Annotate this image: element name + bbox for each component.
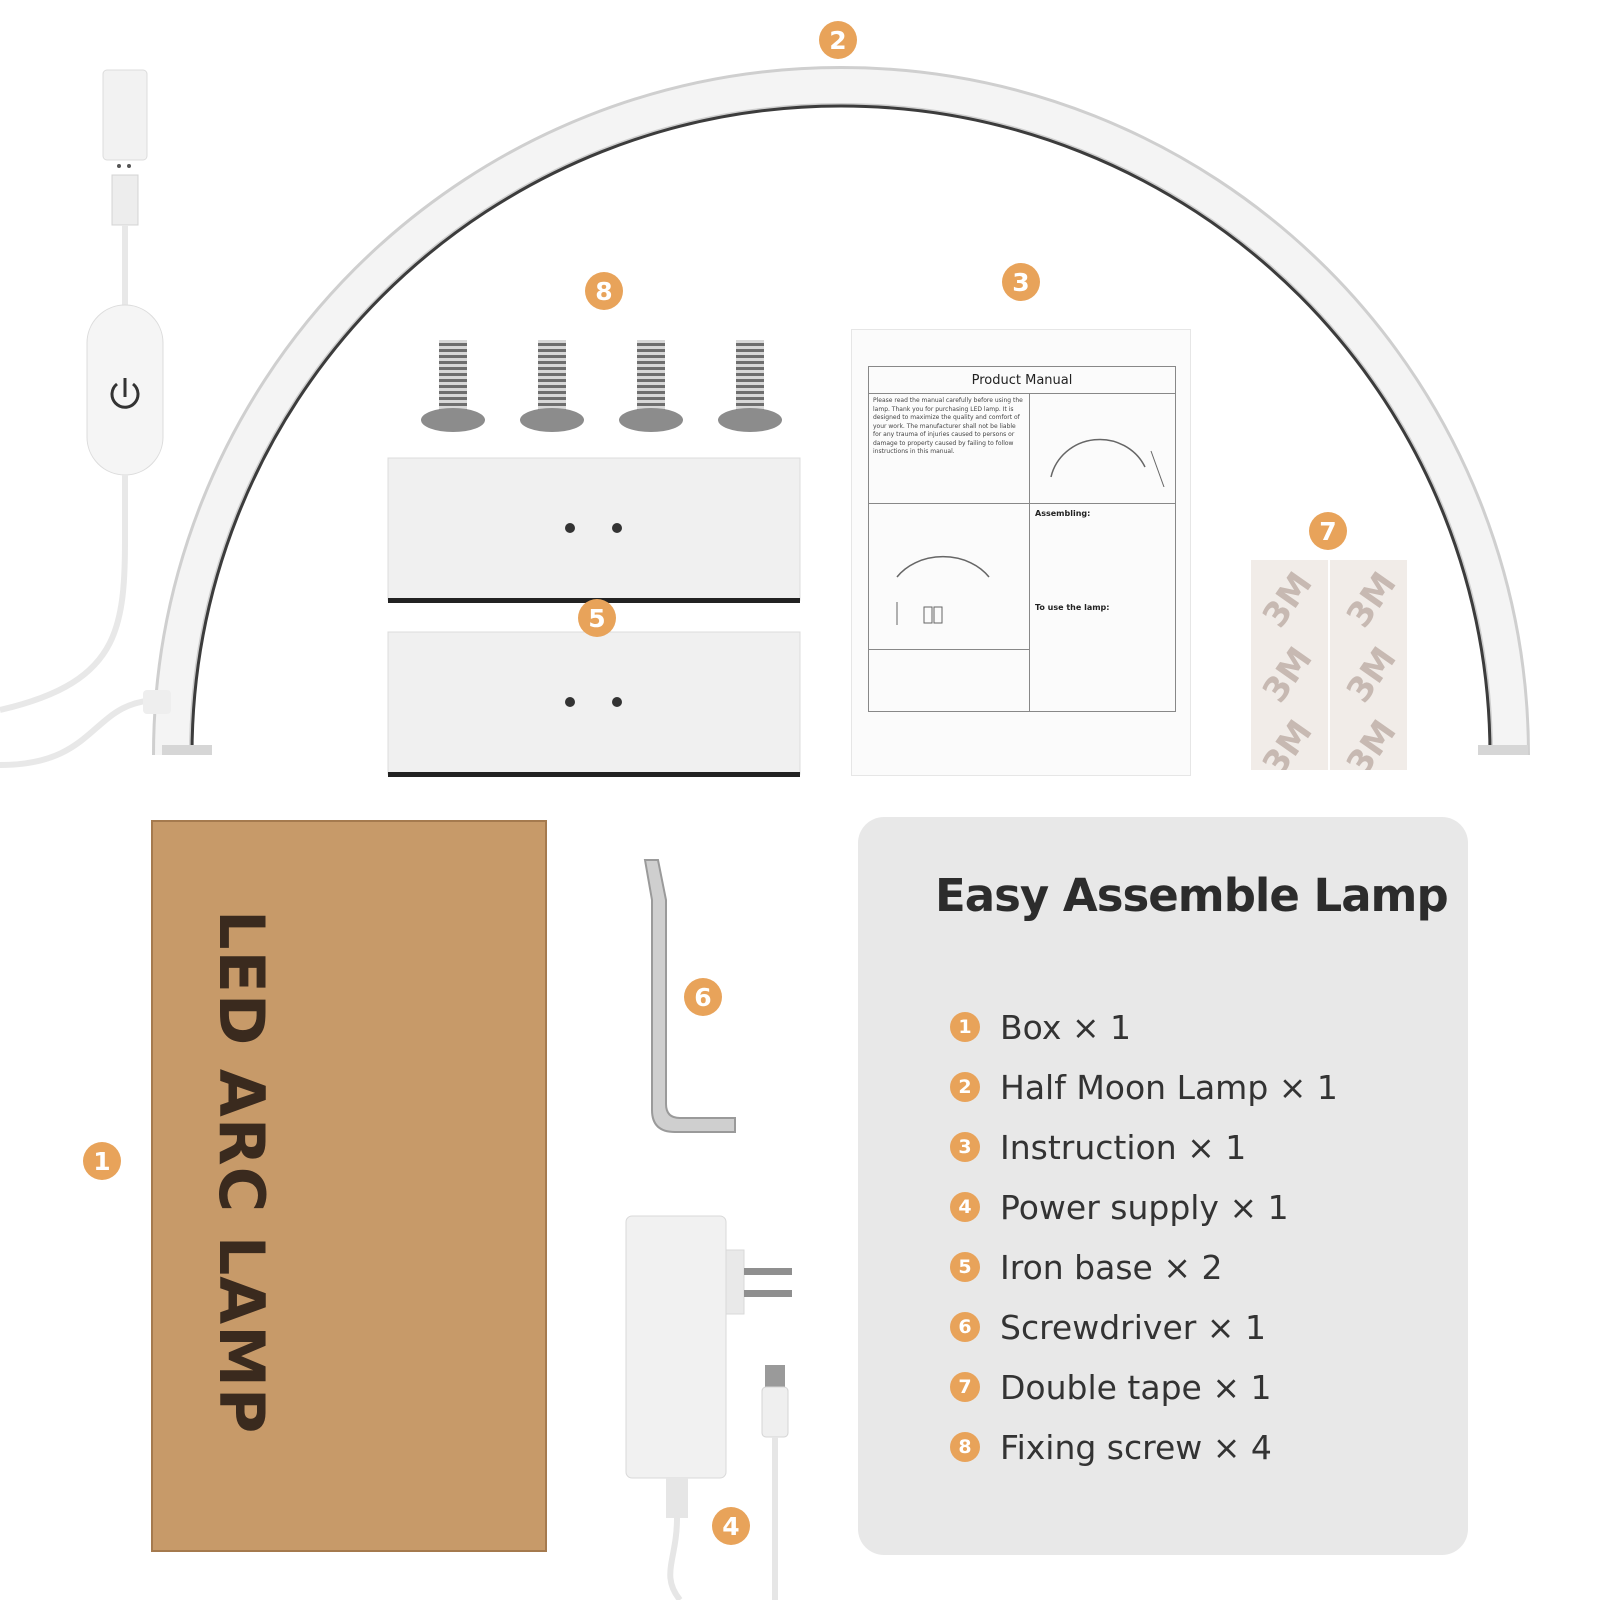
- manual-lamp-sketch: [1050, 438, 1165, 487]
- item-label: Double tape × 1: [1000, 1367, 1272, 1407]
- list-item: 1 Box × 1: [950, 1004, 1131, 1050]
- callout-badge-4: 4: [712, 1507, 750, 1545]
- power-adapter: [625, 1215, 792, 1600]
- panel-title: Easy Assemble Lamp: [935, 869, 1449, 922]
- tape-logo: 3M: [1338, 639, 1405, 711]
- item-label: Half Moon Lamp × 1: [1000, 1067, 1338, 1107]
- callout-badge-3: 3: [1002, 263, 1040, 301]
- item-label: Box × 1: [1000, 1007, 1131, 1047]
- box-label: LED ARC LAMP: [205, 910, 278, 1434]
- manual-divider: [869, 503, 1175, 504]
- item-number: 7: [950, 1372, 980, 1402]
- manual-title: Product Manual: [869, 367, 1175, 394]
- item-number: 2: [950, 1072, 980, 1102]
- manual-divider: [869, 649, 1029, 650]
- list-item: 7 Double tape × 1: [950, 1364, 1271, 1410]
- iron-base-bottom: [387, 631, 801, 777]
- tape-logo: 3M: [1338, 712, 1405, 770]
- callout-badge-8: 8: [585, 272, 623, 310]
- lamp-box: [151, 820, 547, 1552]
- list-item: 4 Power supply × 1: [950, 1184, 1289, 1230]
- product-manual: Product Manual Please read the manual ca…: [852, 330, 1190, 775]
- manual-parts-sketch: [896, 555, 990, 625]
- contents-panel: Easy Assemble Lamp 1 Box × 1 2 Half Moon…: [858, 817, 1468, 1555]
- double-tape: 3M 3M 3M 3M 3M 3M: [1251, 560, 1407, 770]
- list-item: 6 Screwdriver × 1: [950, 1304, 1266, 1350]
- lamp-cable: [0, 69, 171, 768]
- screwdriver: [643, 859, 736, 1133]
- tape-logo: 3M: [1338, 564, 1405, 636]
- item-number: 1: [950, 1012, 980, 1042]
- manual-intro: Please read the manual carefully before …: [873, 397, 1023, 455]
- item-number: 8: [950, 1432, 980, 1462]
- callout-badge-6: 6: [684, 978, 722, 1016]
- tape-strip: [1328, 560, 1330, 770]
- item-number: 4: [950, 1192, 980, 1222]
- power-icon: [110, 378, 140, 409]
- iron-base-top: [387, 457, 801, 603]
- item-label: Fixing screw × 4: [1000, 1427, 1272, 1467]
- tape-logo: 3M: [1254, 639, 1321, 711]
- tape-logo: 3M: [1254, 564, 1321, 636]
- list-item: 5 Iron base × 2: [950, 1244, 1222, 1290]
- item-number: 3: [950, 1132, 980, 1162]
- list-item: 2 Half Moon Lamp × 1: [950, 1064, 1338, 1110]
- manual-frame: Product Manual Please read the manual ca…: [868, 366, 1176, 712]
- callout-badge-7: 7: [1309, 512, 1347, 550]
- list-item: 3 Instruction × 1: [950, 1124, 1246, 1170]
- manual-to-use-heading: To use the lamp:: [1035, 603, 1110, 612]
- fixing-screws: [421, 340, 782, 432]
- item-label: Iron base × 2: [1000, 1247, 1223, 1287]
- item-label: Screwdriver × 1: [1000, 1307, 1266, 1347]
- half-moon-lamp: [152, 66, 1530, 756]
- item-label: Power supply × 1: [1000, 1187, 1289, 1227]
- callout-badge-5: 5: [578, 599, 616, 637]
- item-number: 5: [950, 1252, 980, 1282]
- item-number: 6: [950, 1312, 980, 1342]
- box-label-text: LED ARC LAMP: [205, 910, 278, 1435]
- tape-logo: 3M: [1254, 712, 1321, 770]
- item-label: Instruction × 1: [1000, 1127, 1247, 1167]
- callout-badge-2: 2: [819, 21, 857, 59]
- manual-divider: [1029, 393, 1030, 711]
- list-item: 8 Fixing screw × 4: [950, 1424, 1272, 1470]
- callout-badge-1: 1: [83, 1142, 121, 1180]
- manual-assembling-heading: Assembling:: [1035, 509, 1091, 518]
